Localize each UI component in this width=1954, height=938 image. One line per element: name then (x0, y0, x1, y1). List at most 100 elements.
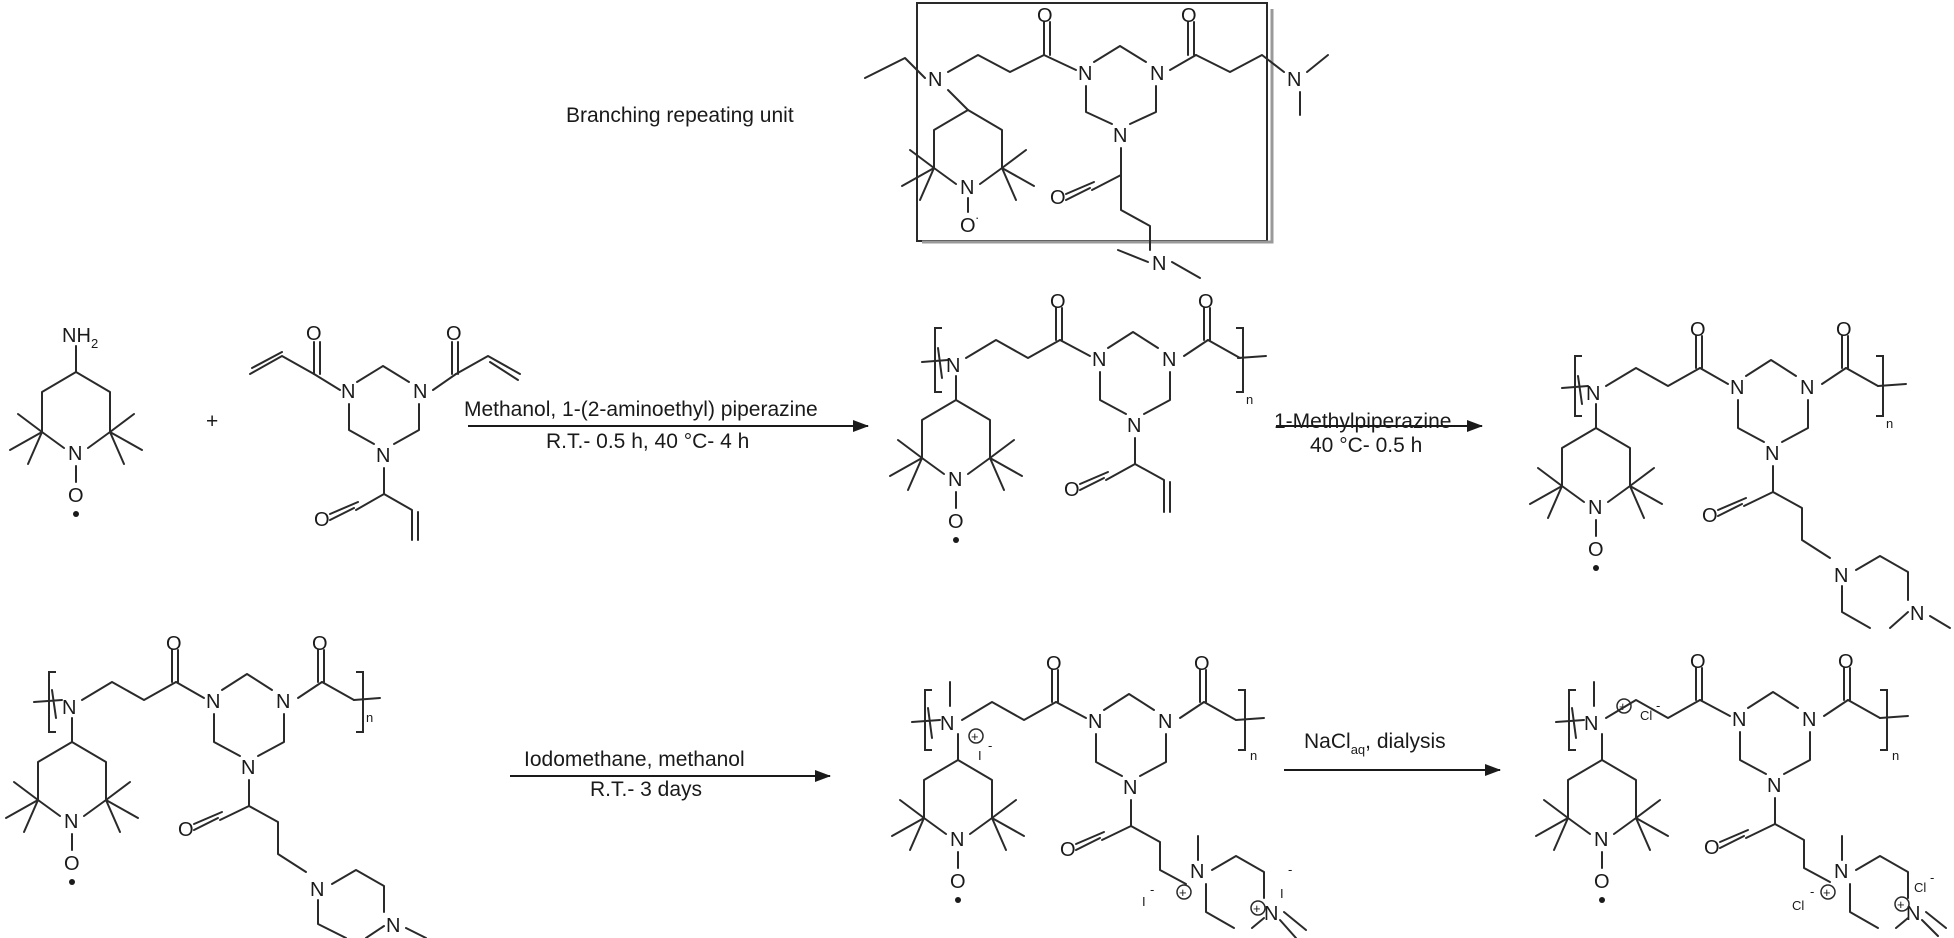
atom-triazine-n: N (206, 691, 220, 713)
atom-piperazine-n: N (1834, 565, 1848, 587)
plus-charge (1250, 900, 1266, 916)
atom-carbonyl-o: O (166, 633, 182, 655)
atom-nh2: NH (62, 325, 91, 347)
atom-carbonyl-o: O (1838, 651, 1854, 673)
step4-conditions: NaClaq, dialysis (1304, 730, 1446, 757)
atom-nitroxide-o: O (948, 511, 964, 533)
atom-carbonyl-o: O (1064, 479, 1080, 501)
radical-dot (73, 511, 79, 517)
plus-charge (1894, 896, 1910, 912)
repeat-n: n (1892, 748, 1899, 763)
atom-carbonyl-o: O (1050, 187, 1066, 209)
starting-polymer-row2: N O N N N O n O N N N O (5, 633, 427, 938)
atom-triazine-n: N (1092, 349, 1106, 371)
repeat-n: n (1250, 748, 1257, 763)
atom-carbonyl-o: O (314, 509, 330, 531)
atom-amine-n: N (62, 697, 76, 719)
plus-charge-sign: + (1897, 897, 1905, 912)
atom-triazine-n: N (413, 381, 427, 403)
step3-conditions-line2: R.T.- 3 days (590, 778, 702, 801)
atom-carbonyl-o: O (306, 323, 322, 345)
atom-triazine-n: N (1078, 63, 1092, 85)
plus-charge-sign: + (1823, 885, 1831, 900)
atom-quaternary-n: N (1584, 713, 1598, 735)
radical-dot (1599, 897, 1605, 903)
atom-amine-n: N (946, 355, 960, 377)
chloride-counterion: Cl (1792, 898, 1804, 913)
repeat-n: n (1246, 392, 1253, 407)
atom-nitroxide-o: O (1594, 871, 1610, 893)
atom-nitroxide-o: O (64, 853, 80, 875)
atom-triazine-n: N (1732, 709, 1746, 731)
chloride-salt-polymer: N + Cl - O N N N O n O N + Cl - N (1535, 651, 1947, 937)
iodide-salt-polymer: N + I - O N N N O n O N + I - N (891, 653, 1307, 938)
minus-charge: - (1930, 870, 1934, 885)
step4-reagent: NaCl (1304, 730, 1351, 753)
atom-amine-n: N (928, 69, 942, 91)
reaction-arrow-3: Iodomethane, methanol R.T.- 3 days (510, 748, 831, 801)
atom-nh2-sub: 2 (91, 336, 98, 351)
step2-conditions-line1: 1-Methylpiperazine (1274, 410, 1451, 433)
atom-amine-n: N (1152, 253, 1166, 275)
atom-triazine-n: N (1767, 775, 1781, 797)
atom-carbonyl-o: O (1690, 651, 1706, 673)
step1-conditions-line2: R.T.- 0.5 h, 40 °C- 4 h (546, 430, 749, 453)
radical-dot (69, 879, 75, 885)
atom-triazine-n: N (1127, 415, 1141, 437)
atom-nitroxide-n: N (1588, 497, 1602, 519)
atom-triazine-n: N (1123, 777, 1137, 799)
reaction-arrow-2: 1-Methylpiperazine 40 °C- 0.5 h (1274, 410, 1483, 457)
radical-dot (1593, 565, 1599, 571)
atom-quaternary-n: N (1906, 903, 1920, 925)
intermediate-polymer-2: N O N N N O n O N N N O (1529, 319, 1951, 629)
triacryloyl-triazinane-molecule: O N N N O O (249, 323, 521, 541)
branching-unit-label: Branching repeating unit (566, 104, 794, 127)
plus-charge (1820, 884, 1836, 900)
radical-dot: · (975, 210, 979, 225)
plus-charge-sign: + (1253, 901, 1261, 916)
atom-nitroxide-n: N (950, 829, 964, 851)
atom-carbonyl-o: O (1181, 5, 1197, 27)
atom-triazine-n: N (341, 381, 355, 403)
atom-quaternary-n: N (1264, 903, 1278, 925)
minus-charge: - (988, 738, 992, 753)
atom-carbonyl-o: O (1050, 291, 1066, 313)
atom-quaternary-n: N (940, 713, 954, 735)
atom-carbonyl-o: O (312, 633, 328, 655)
step4-reagent-sub: aq (1351, 742, 1365, 757)
atom-triazine-n: N (1800, 377, 1814, 399)
atom-nitroxide-o: O (1588, 539, 1604, 561)
chloride-counterion: Cl (1914, 880, 1926, 895)
plus-charge-sign: + (1179, 885, 1187, 900)
atom-carbonyl-o: O (1702, 505, 1718, 527)
plus-charge-sign: + (1619, 699, 1627, 714)
atom-carbonyl-o: O (1836, 319, 1852, 341)
atom-carbonyl-o: O (1704, 837, 1720, 859)
atom-nitroxide-o: O (950, 871, 966, 893)
chloride-counterion: Cl (1640, 708, 1652, 723)
branching-repeating-unit: Branching repeating unit N O N N N O N O… (566, 2, 1329, 279)
step3-conditions-line1: Iodomethane, methanol (524, 748, 745, 771)
plus-charge-sign: + (971, 729, 979, 744)
iodide-counterion: I (978, 748, 982, 763)
atom-triazine-n: N (1730, 377, 1744, 399)
step4-conditions-rest: , dialysis (1365, 730, 1446, 753)
atom-carbonyl-o: O (1198, 291, 1214, 313)
atom-triazine-n: N (1088, 711, 1102, 733)
atom-triazine-n: N (276, 691, 290, 713)
atom-nitroxide-n: N (1594, 829, 1608, 851)
minus-charge: - (1810, 884, 1814, 899)
atom-carbonyl-o: O (1060, 839, 1076, 861)
minus-charge: - (1656, 698, 1660, 713)
atom-triazine-n: N (1765, 443, 1779, 465)
atom-triazine-n: N (241, 757, 255, 779)
plus-charge (1616, 698, 1632, 714)
reaction-arrow-4: NaClaq, dialysis (1284, 730, 1501, 776)
iodide-counterion: I (1142, 894, 1146, 909)
radical-dot (955, 897, 961, 903)
plus-charge (968, 728, 984, 744)
atom-triazine-n: N (1802, 709, 1816, 731)
atom-piperazine-n: N (1910, 603, 1924, 625)
atom-quaternary-n: N (1190, 861, 1204, 883)
atom-carbonyl-o: O (178, 819, 194, 841)
